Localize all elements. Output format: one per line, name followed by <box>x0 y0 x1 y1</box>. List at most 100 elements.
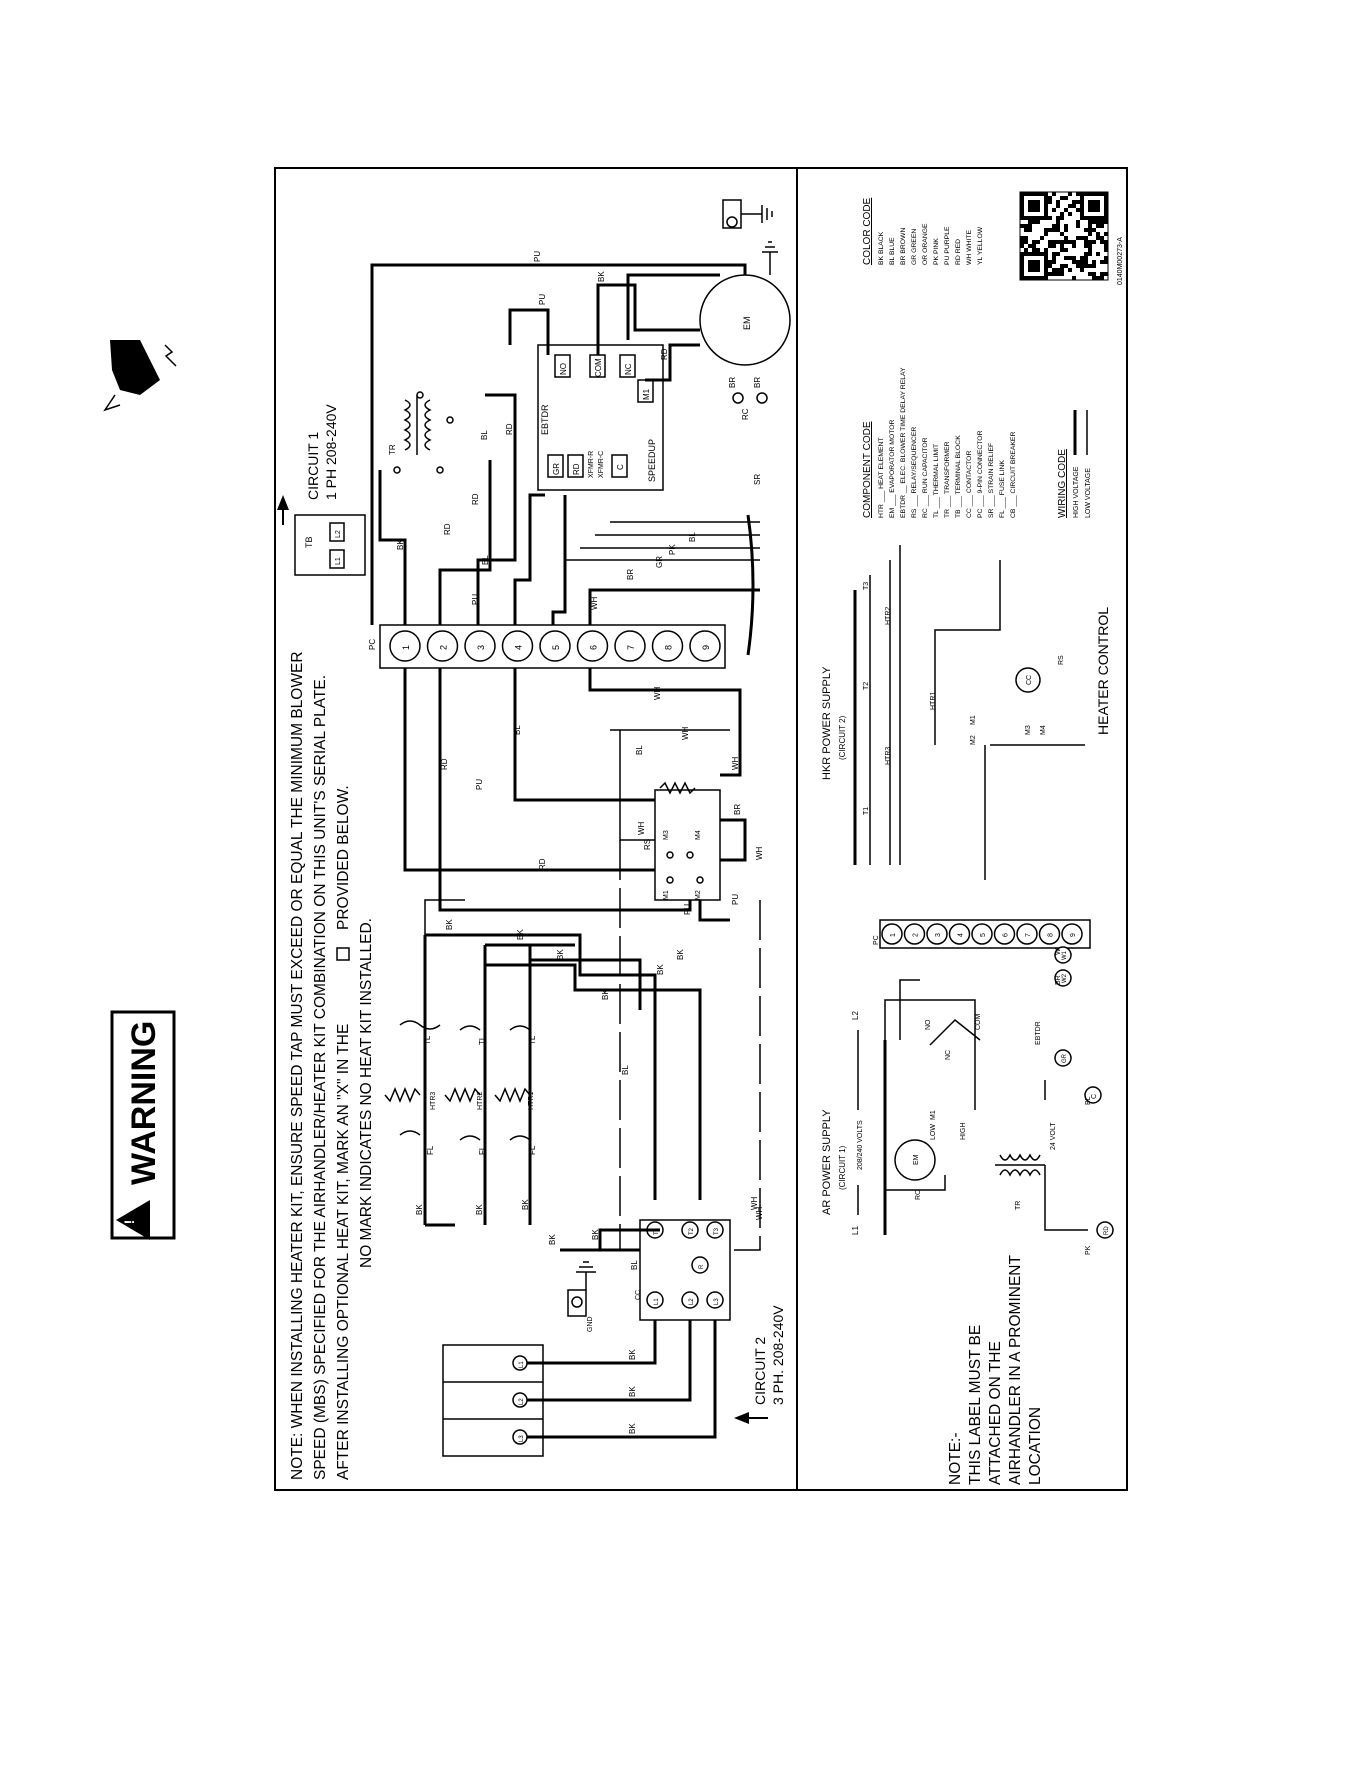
svg-text:WH: WH <box>681 726 690 740</box>
svg-text:PK: PK <box>668 544 677 555</box>
wiring-top: PU BK PU RD BL RD RD RD BK BL PU WH BR G… <box>370 251 760 625</box>
component-code-item: EM ___ EVAPORATOR MOTOR <box>889 419 896 518</box>
color-code-item: YL YELLOW <box>977 226 984 265</box>
svg-text:M1: M1 <box>930 1110 937 1120</box>
svg-text:M4: M4 <box>695 830 702 840</box>
contactor-terminal-label: T3 <box>714 1227 720 1235</box>
pc-lower-pin-4 <box>948 923 971 945</box>
svg-text:BR: BR <box>626 569 635 580</box>
heat-kit-checkbox[interactable] <box>336 947 350 961</box>
svg-text:BK: BK <box>591 1229 600 1240</box>
note-bottom-line-4: LOCATION <box>1027 1407 1044 1485</box>
pc-pin-3 <box>464 630 496 662</box>
svg-text:W: W <box>1055 948 1062 955</box>
color-code-item: BR BROWN <box>900 228 907 265</box>
svg-text:FL: FL <box>528 1145 537 1155</box>
svg-text:FL: FL <box>426 1145 435 1155</box>
svg-text:TR: TR <box>388 444 397 455</box>
circuit-2-rating: 3 PH. 208-240V <box>770 1305 786 1405</box>
pc-pin-label: 4 <box>514 645 524 650</box>
svg-text:BK: BK <box>415 1204 424 1215</box>
schematic-lower: AR POWER SUPPLY (CIRCUIT 1) 208/240 VOLT… <box>821 545 1114 1255</box>
component-code-item: CC ___ CONTACTOR <box>966 451 973 518</box>
electric-shock-hand-icon <box>103 340 177 412</box>
svg-text:RS: RS <box>1058 655 1065 665</box>
wiring-code-low: LOW VOLTAGE <box>1085 468 1092 518</box>
svg-text:BL: BL <box>481 555 490 565</box>
color-code-item: OR ORANGE <box>922 223 929 265</box>
svg-text:RD: RD <box>505 423 514 435</box>
svg-text:HTR2: HTR2 <box>885 607 892 625</box>
contactor-terminal <box>681 1291 699 1309</box>
svg-text:BK: BK <box>601 989 610 1000</box>
svg-text:TR: TR <box>1015 1201 1022 1210</box>
pc-pin-8 <box>651 630 684 662</box>
pc-pin-6 <box>576 630 609 662</box>
contactor-terminal <box>646 1291 664 1309</box>
heater-elements: HTR3 TL FL HTR2 TL FL HTR1 TL FL BK BK B… <box>384 899 702 1227</box>
transformer-top: TR <box>388 391 454 474</box>
svg-text:M4: M4 <box>1040 725 1047 735</box>
wiring-code-high: HIGH VOLTAGE <box>1073 466 1080 518</box>
svg-text:BK: BK <box>676 949 685 960</box>
svg-text:WH: WH <box>750 1196 759 1210</box>
svg-text:PU: PU <box>683 904 692 915</box>
ground-symbol-motor <box>762 241 778 275</box>
svg-text:NO: NO <box>559 363 568 375</box>
svg-text:PU: PU <box>731 894 740 905</box>
contactor-coil-label: R <box>699 1264 705 1269</box>
svg-text:L2: L2 <box>335 530 342 538</box>
note-line-3b: PROVIDED BELOW. <box>335 785 352 930</box>
circuit-1-rating: 1 PH 208-240V <box>323 404 339 500</box>
relay-sequencer: M3 M4 M1 M2 RS BL WH BR <box>635 745 742 901</box>
note-bottom-title: NOTE:- <box>947 1432 964 1485</box>
color-code-item: RD RED <box>955 239 962 265</box>
svg-text:L1: L1 <box>519 1361 525 1368</box>
wiring-code: WIRING CODE HIGH VOLTAGE LOW VOLTAGE <box>1057 410 1092 518</box>
contactor-terminal-label: L3 <box>714 1298 720 1305</box>
pc-pin-5 <box>539 630 571 662</box>
contactor-terminal-label: T2 <box>689 1227 695 1235</box>
svg-text:SPEEDUP: SPEEDUP <box>647 439 657 482</box>
component-code-item: SR ___ STRAIN RELIEF <box>988 443 995 518</box>
pc-lower-pin-5 <box>971 923 993 945</box>
pc-lower-pin-label: 8 <box>1048 933 1055 937</box>
note-line-3a: AFTER INSTALLING OPTIONAL HEAT KIT, MARK… <box>335 1024 352 1480</box>
svg-text:RD: RD <box>572 463 581 475</box>
svg-text:RC: RC <box>741 408 750 420</box>
svg-text:PC: PC <box>873 935 880 945</box>
contactor-terminal <box>706 1221 724 1239</box>
ar-power-supply: AR POWER SUPPLY <box>821 1109 833 1215</box>
svg-text:PU: PU <box>475 779 484 790</box>
color-code-item: GR GREEN <box>911 229 918 265</box>
hkr-power-supply: HKR POWER SUPPLY <box>821 666 833 780</box>
circuit-1-title: CIRCUIT 1 <box>305 432 321 500</box>
svg-text:BK: BK <box>656 964 665 975</box>
wiring-middle: RD PU BL WH WH WH RD PU PU WH BL WH <box>403 668 764 1251</box>
svg-text:FL: FL <box>478 1145 487 1155</box>
note-line-2: SPEED (MBS) SPECIFIED FOR THE AIRHANDLER… <box>312 675 329 1480</box>
pc-pin-label: 1 <box>401 645 411 650</box>
pc-lower-pin-label: 2 <box>913 933 920 937</box>
svg-text:RS: RS <box>643 839 652 850</box>
svg-text:M1: M1 <box>642 388 651 400</box>
svg-text:C: C <box>1091 1094 1098 1099</box>
svg-text:RD: RD <box>440 758 449 770</box>
color-code-item: PU PURPLE <box>944 226 951 265</box>
contactor-terminal <box>706 1291 724 1309</box>
svg-text:NO: NO <box>925 1019 932 1030</box>
pc-lower-pin-label: 1 <box>890 933 897 937</box>
svg-text:24 VOLT: 24 VOLT <box>1050 1122 1057 1150</box>
svg-text:NC: NC <box>624 363 633 375</box>
contactor-coil <box>691 1256 709 1274</box>
svg-text:EM: EM <box>913 1154 920 1165</box>
svg-text:PU: PU <box>538 294 547 305</box>
svg-text:BR: BR <box>753 377 762 388</box>
pc-lower-pin-label: 7 <box>1025 933 1032 937</box>
svg-text:PU: PU <box>533 251 542 262</box>
